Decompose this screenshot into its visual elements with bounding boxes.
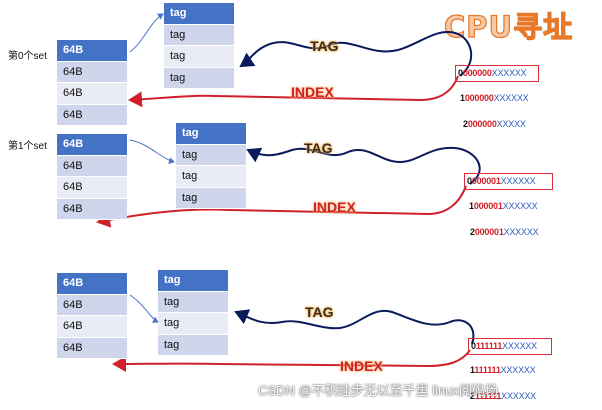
set-row: 64B — [57, 134, 127, 156]
tag-table: tag tag tag tag — [158, 270, 228, 356]
address-line: 2111111XXXXXX — [470, 391, 536, 401]
tag-curve — [246, 146, 481, 185]
tag-label: TAG — [310, 38, 339, 54]
tag-row: tag — [176, 123, 246, 145]
tag-label: TAG — [304, 140, 333, 156]
address-highlight — [455, 65, 539, 82]
tag-row: tag — [176, 144, 246, 166]
address-line: 0111111XXXXXX — [471, 341, 537, 351]
set-row: 64B — [57, 316, 127, 338]
watermark: CSDN @不积跬步无以至千里 linux阅码场 — [258, 383, 498, 398]
tag-row: tag — [164, 3, 234, 25]
index-curve — [112, 349, 471, 372]
tag-row: tag — [158, 270, 228, 292]
address-line: 2000001XXXXXX — [470, 227, 539, 237]
tag-curve — [234, 309, 475, 345]
address-line: 1000001XXXXXX — [469, 201, 538, 211]
set-row: 64B — [57, 177, 127, 199]
set-row: 64B — [57, 61, 127, 83]
set-row: 64B — [57, 198, 127, 220]
set-to-tag-arrow — [129, 13, 164, 53]
tag-table: tag tag tag tag — [176, 123, 246, 209]
tag-row: tag — [164, 67, 234, 89]
tag-label: TAG — [305, 304, 334, 320]
set-table: 64B 64B 64B 64B — [57, 134, 127, 220]
set-row: 64B — [57, 104, 127, 126]
address-highlight — [468, 338, 552, 355]
set-row: 64B — [57, 83, 127, 105]
set-row: 64B — [57, 40, 127, 62]
set-row: 64B — [57, 337, 127, 359]
index-curve — [96, 185, 467, 228]
tag-row: tag — [158, 291, 228, 313]
tag-row: tag — [158, 334, 228, 356]
address-line: 1000000XXXXXX — [460, 93, 529, 103]
tag-row: tag — [176, 187, 246, 209]
address-line: 0000000XXXXXX — [458, 68, 527, 78]
index-curve — [128, 75, 459, 108]
set-label: 第0个set — [8, 51, 47, 62]
set-to-tag-arrow — [129, 139, 175, 164]
set-table: 64B 64B 64B 64B — [57, 40, 127, 126]
index-label: INDEX — [291, 84, 334, 100]
set-table: 64B 64B 64B 64B — [57, 273, 127, 359]
set-row: 64B — [57, 294, 127, 316]
set-label: 第1个set — [8, 141, 47, 152]
tag-curve — [239, 31, 472, 77]
set-row: 64B — [57, 273, 127, 295]
address-highlight — [464, 173, 553, 190]
set-row: 64B — [57, 155, 127, 177]
set-to-tag-arrow — [129, 294, 159, 323]
tag-row: tag — [164, 46, 234, 68]
tag-row: tag — [158, 313, 228, 335]
index-label: INDEX — [340, 358, 383, 374]
address-line: 2000000XXXXX — [463, 119, 526, 129]
address-line: 1111111XXXXXX — [470, 365, 536, 375]
address-line: 0000001XXXXXX — [467, 176, 536, 186]
tag-row: tag — [176, 166, 246, 188]
tag-row: tag — [164, 24, 234, 46]
index-label: INDEX — [313, 199, 356, 215]
tag-table: tag tag tag tag — [164, 3, 234, 89]
